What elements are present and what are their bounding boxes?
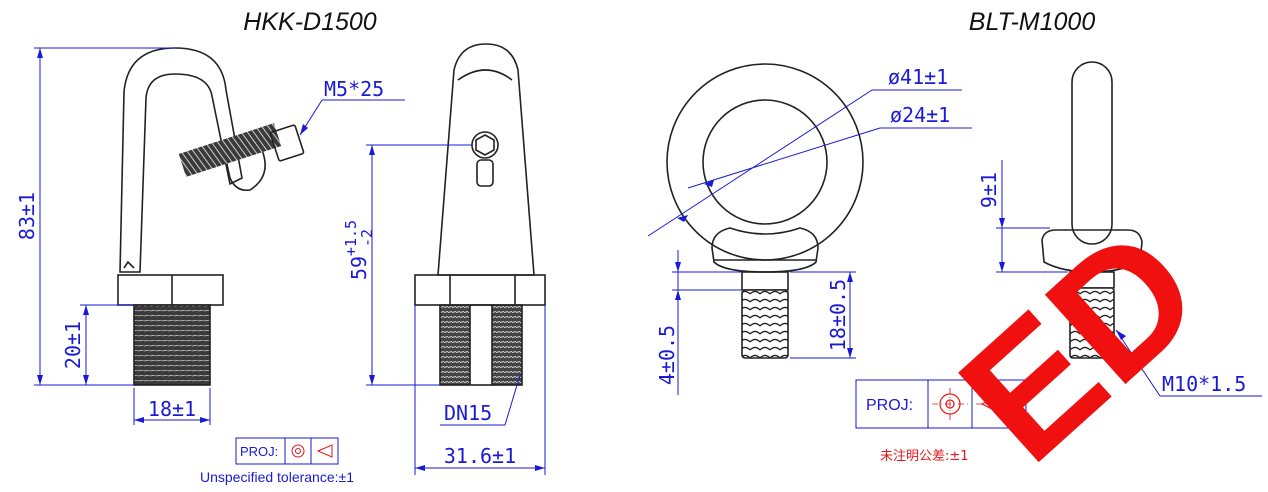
hook-front-view: [414, 43, 546, 386]
left-dimensions: M5*25 83±1 20±1 18±1 59 +1.5 -2: [15, 47, 546, 475]
body-height-upper-tolerance: +1.5: [342, 220, 360, 256]
right-title: BLT-M1000: [969, 8, 1096, 36]
eye-bolt-side-view: [1041, 61, 1143, 359]
right-projection-box: PROJ:: [855, 379, 1027, 429]
thread-width-label: 18±1: [148, 397, 196, 421]
inner-diameter-label: ø24±1: [890, 103, 950, 127]
left-projection-box: PROJ:: [235, 437, 339, 465]
body-height-lower-tolerance: -2: [358, 229, 376, 247]
hook-side-view: [117, 47, 305, 386]
left-proj-label: PROJ:: [240, 444, 278, 459]
outer-diameter-label: ø41±1: [888, 65, 948, 89]
neck-height-label: 4±0.5: [655, 325, 679, 385]
bolt-thread-spec-label: M10*1.5: [1162, 372, 1246, 396]
thread-length-label: 20±1: [61, 321, 85, 369]
right-tolerance-note: 未注明公差:±1: [880, 449, 969, 464]
flange-width-label: 31.6±1: [444, 444, 516, 468]
right-proj-label: PROJ:: [866, 397, 913, 414]
right-dimensions: ø41±1 ø24±1 4±0.5 18±0.5 9±1 M10*1.5: [647, 65, 1262, 397]
left-title: HKK-D1500: [243, 8, 376, 36]
eye-bolt-front-view: [666, 63, 864, 359]
screw-spec-label: M5*25: [324, 77, 384, 101]
watermark-stamp: ED: [925, 191, 1236, 492]
collar-height-label: 9±1: [977, 172, 1001, 208]
thread-name-label: DN15: [444, 401, 492, 425]
height-dimension-label: 83±1: [15, 192, 39, 240]
bolt-thread-length-label: 18±0.5: [826, 279, 850, 351]
left-tolerance-note: Unspecified tolerance:±1: [200, 469, 354, 485]
body-height-label: 59: [347, 256, 371, 280]
